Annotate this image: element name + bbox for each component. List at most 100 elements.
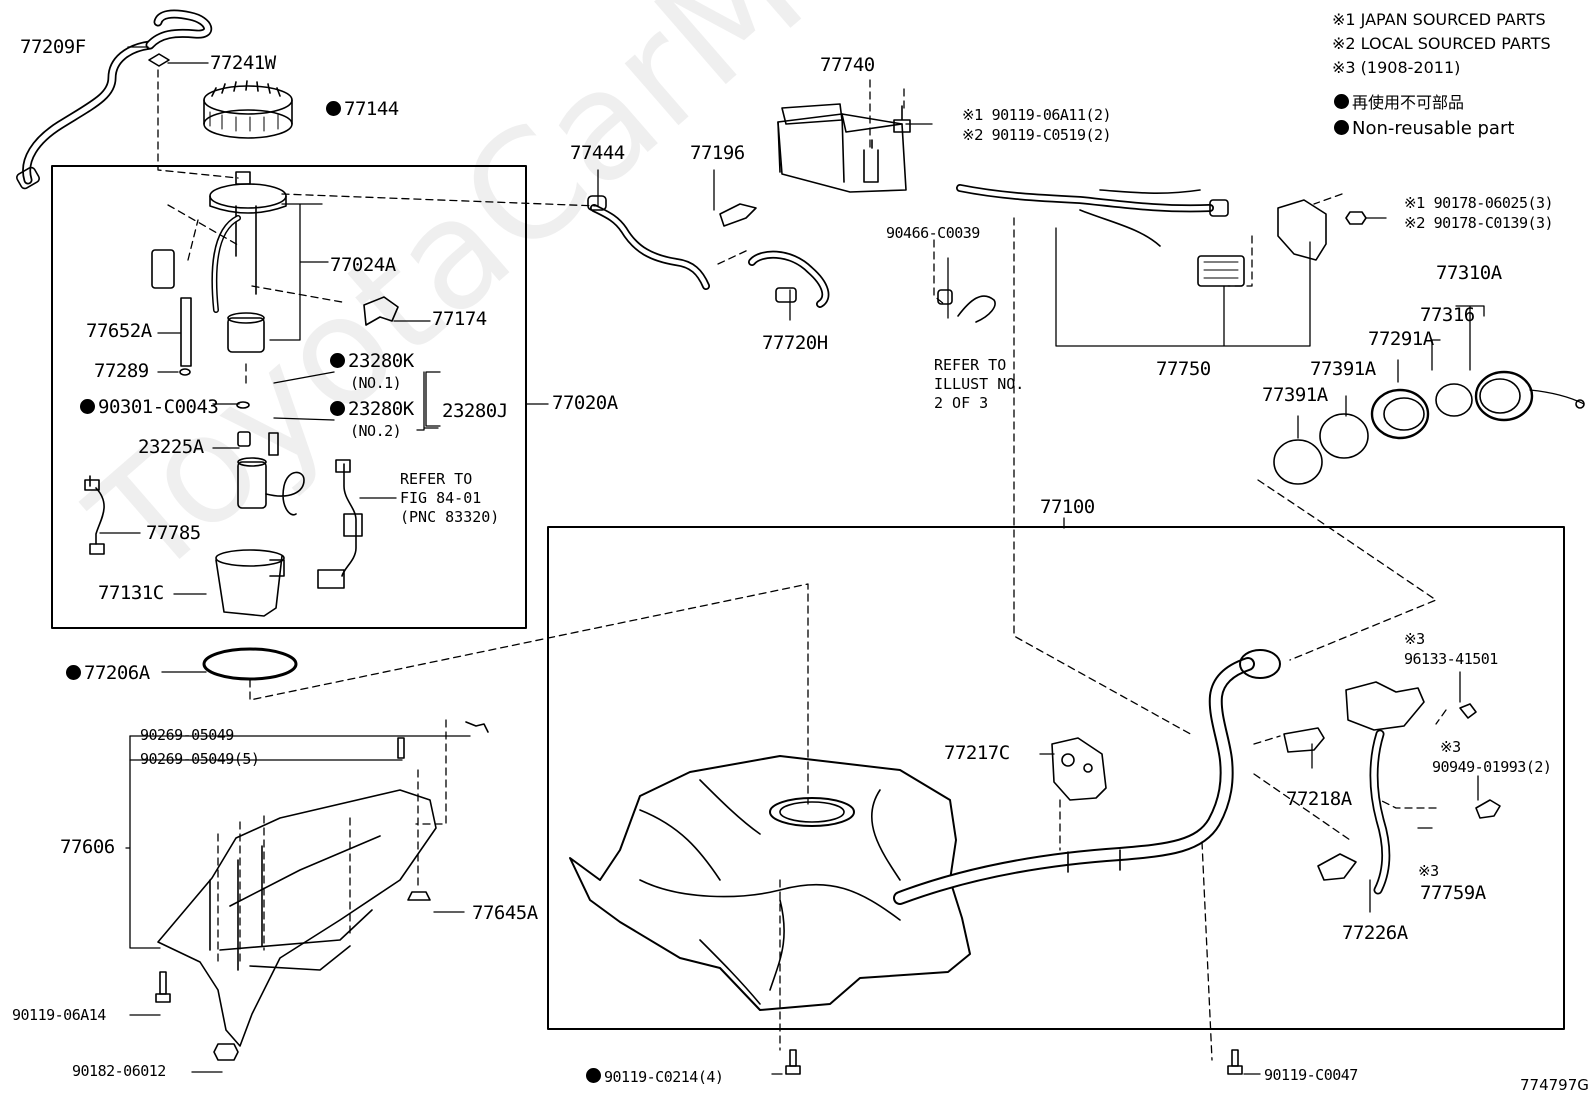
cap-77310a: [1474, 370, 1585, 422]
fuel-tank-77100: [569, 755, 971, 1011]
gasket-77316: [1435, 383, 1473, 417]
part-label-nonreusable: 23280K: [330, 352, 414, 371]
nut-77645a: [407, 891, 431, 901]
part-label: 77241W: [210, 52, 276, 74]
plate-77391a-b: [1319, 413, 1369, 459]
part-label: 77652A: [86, 320, 152, 342]
part-label: 77391A: [1310, 358, 1376, 380]
bolt-90269-b: [397, 737, 405, 759]
dot-icon: [330, 353, 345, 368]
part-label: 77391A: [1262, 384, 1328, 406]
clip-77241w: [148, 53, 170, 67]
clip-90949: [1475, 799, 1501, 819]
part-label-nonreusable: 77206A: [66, 664, 150, 683]
dot-icon: [80, 399, 95, 414]
part-label: 77226A: [1342, 922, 1408, 944]
part-label: 77209F: [20, 36, 86, 58]
legend-note-2: ※2 LOCAL SOURCED PARTS: [1332, 34, 1551, 53]
part-label: 90949-01993(2): [1432, 758, 1552, 776]
canister-77740: [777, 103, 907, 193]
assembly-lines: [157, 69, 1447, 1061]
canister-77131c: [215, 549, 285, 617]
sourced-mark: ※3: [1418, 862, 1439, 880]
part-label: 90269-05049: [140, 726, 234, 744]
legend-note-1: ※1 JAPAN SOURCED PARTS: [1332, 10, 1546, 29]
part-label: 77444: [570, 142, 625, 164]
plate-77391a-a: [1273, 439, 1323, 485]
part-label: 77720H: [762, 332, 828, 354]
part-sub-label: (NO.1): [350, 374, 402, 392]
part-label: 96133-41501: [1404, 650, 1498, 668]
clamp-77196: [719, 203, 757, 227]
filler-pipe: [893, 649, 1281, 905]
part-label: 77759A: [1420, 882, 1486, 904]
part-label-nonreusable: 90119-C0214(4): [586, 1068, 724, 1085]
filter-77652a: [180, 297, 192, 367]
nut-90178: [1345, 211, 1367, 225]
bolt-90269-a: [465, 721, 489, 733]
breather-77759a: [1317, 681, 1425, 895]
pump-harness: [341, 463, 357, 577]
part-label: 77310A: [1436, 262, 1502, 284]
part-label: 77020A: [552, 392, 618, 414]
wire-77785: [89, 475, 105, 545]
part-label: 23280J: [442, 400, 508, 422]
gasket-77206a: [202, 647, 298, 681]
part-label: 77645A: [472, 902, 538, 924]
part-label: 77606: [60, 836, 115, 858]
part-label: 23225A: [138, 436, 204, 458]
part-label: 77024A: [330, 254, 396, 276]
retainer-ring-77144: [203, 80, 293, 139]
part-label: 77785: [146, 522, 201, 544]
bolt-90119-06a14: [159, 971, 167, 995]
part-label: 90182-06012: [72, 1062, 166, 1080]
part-label-sourced: ※2 90119-C0519(2): [962, 126, 1112, 144]
part-label: 90119-06A14: [12, 1006, 106, 1024]
part-label: 90466-C0039: [886, 224, 980, 242]
tank-assembly-frame: [547, 526, 1565, 1030]
part-label: 77196: [690, 142, 745, 164]
part-label: 90119-C0047: [1264, 1066, 1358, 1084]
dot-icon: [330, 401, 345, 416]
nut-90182: [213, 1043, 239, 1061]
hose-90466: [937, 289, 996, 323]
part-label: 77291A: [1368, 328, 1434, 350]
legend-nonreusable-en: Non-reusable part: [1334, 120, 1514, 138]
part-label: 90269-05049(5): [140, 750, 260, 768]
sourced-mark: ※3: [1440, 738, 1461, 756]
dot-icon: [326, 101, 341, 116]
cushion-77217c: [1051, 737, 1107, 801]
part-label: 77131C: [98, 582, 164, 604]
bolt-90119-c0047: [1231, 1049, 1239, 1067]
part-label-nonreusable: 23280K: [330, 400, 414, 419]
pump-assembly-frame: [51, 165, 527, 629]
part-label: 77218A: [1286, 788, 1352, 810]
sender-gauge-77024a: [209, 171, 287, 353]
ring-77291a: [1370, 388, 1430, 440]
dot-icon: [586, 1068, 601, 1083]
fuel-pump: [237, 457, 305, 516]
bracket-77174: [363, 296, 399, 326]
part-label-nonreusable: 90301-C0043: [80, 398, 219, 417]
fuel-hose-77209f: [16, 9, 212, 190]
clamp-77218a: [1283, 727, 1325, 753]
part-label: 77750: [1156, 358, 1211, 380]
legend-nonreusable-jp: 再使用不可部品: [1334, 94, 1464, 111]
part-label: 77217C: [944, 742, 1010, 764]
dot-icon: [1334, 94, 1349, 109]
part-label-sourced: ※2 90178-C0139(3): [1404, 214, 1554, 232]
part-label: 77740: [820, 54, 875, 76]
leader-lines: [99, 46, 1485, 1075]
hose-77444: [587, 195, 710, 290]
protector-77606: [157, 789, 437, 1047]
part-label: 77100: [1040, 496, 1095, 518]
figure-code: 774797G: [1520, 1076, 1589, 1094]
legend-note-3: ※3 (1908-2011): [1332, 58, 1461, 77]
vent-hoses-77750: [956, 184, 1327, 287]
bolt-90119-06a11: [893, 105, 911, 133]
bolt-90119-c0214: [789, 1049, 797, 1067]
